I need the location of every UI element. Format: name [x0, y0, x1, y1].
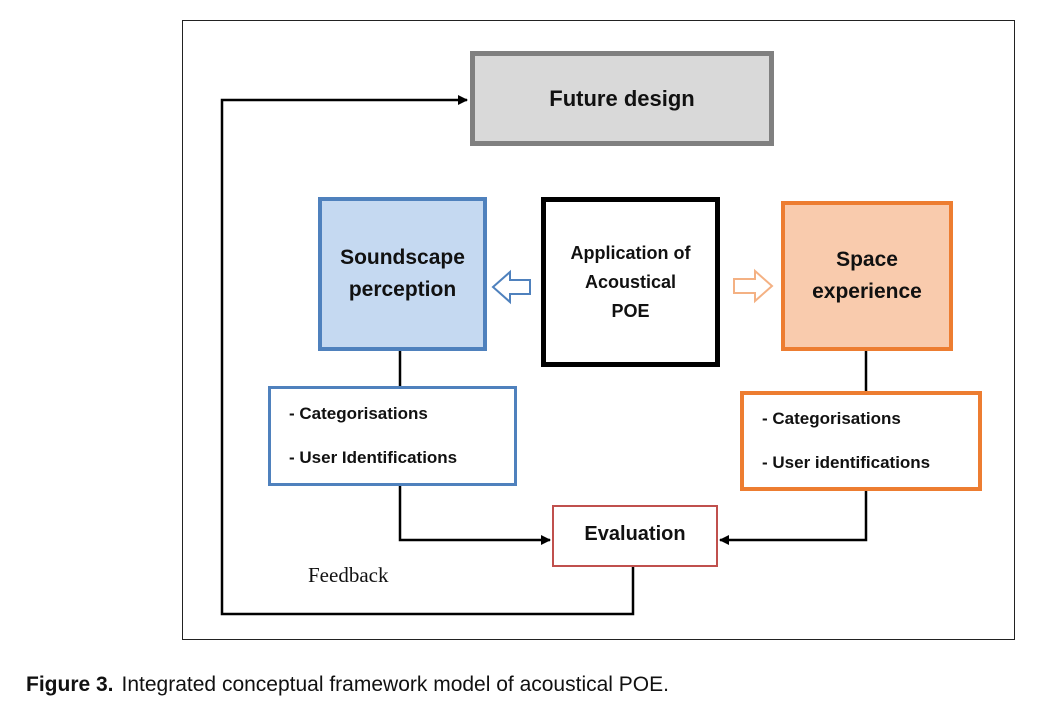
figure-caption: Figure 3. Integrated conceptual framework… [26, 673, 669, 697]
space-experience-box: Space experience [781, 201, 953, 351]
left-item-categorisations: - Categorisations [289, 404, 428, 423]
feedback-arrow [220, 95, 635, 616]
right-detail-box: - Categorisations - User identifications [740, 391, 982, 491]
hollow-arrow-right-icon [733, 268, 774, 304]
left-item-user-identifications: - User Identifications [289, 448, 458, 467]
application-line-1: Application of [570, 242, 691, 263]
figure-number: Figure 3. [26, 673, 114, 696]
application-line-2: Acoustical [584, 271, 677, 292]
evaluation-box: Evaluation [552, 505, 718, 567]
right-to-evaluation-arrow [719, 491, 868, 545]
future-design-box: Future design [470, 51, 774, 146]
caption-text: Integrated conceptual framework model of… [121, 673, 669, 696]
evaluation-label: Evaluation [584, 523, 686, 545]
soundscape-perception-box: Soundscape perception [318, 197, 487, 351]
space-line-1: Space [836, 248, 898, 271]
application-poe-box: Application of Acoustical POE [541, 197, 720, 367]
future-design-label: Future design [549, 85, 695, 111]
left-to-evaluation-arrow [398, 486, 551, 545]
right-item-categorisations: - Categorisations [762, 409, 901, 428]
application-line-3: POE [611, 300, 650, 321]
diagram-frame [182, 20, 1015, 640]
left-detail-box: - Categorisations - User Identifications [268, 386, 517, 486]
soundscape-line-2: perception [348, 278, 457, 301]
soundscape-line-1: Soundscape [340, 246, 465, 269]
feedback-label: Feedback [308, 563, 389, 587]
space-line-2: experience [812, 280, 922, 303]
right-item-user-identifications: - User identifications [762, 453, 931, 472]
hollow-arrow-left-icon [491, 269, 531, 305]
